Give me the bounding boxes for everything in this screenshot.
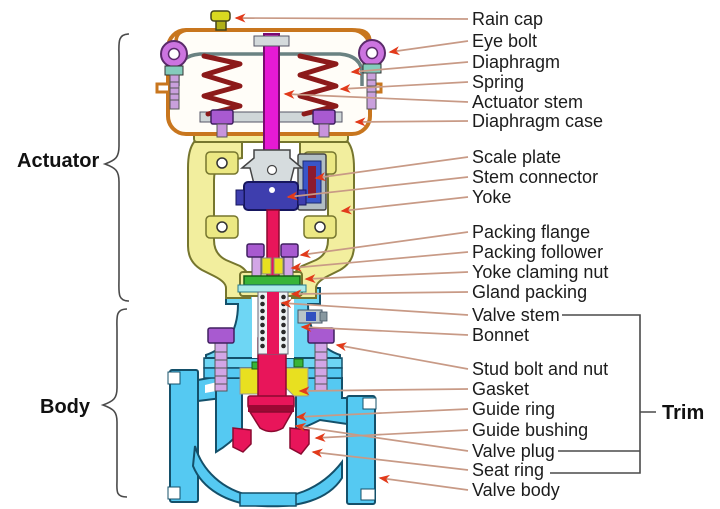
label-spring: Spring (472, 72, 525, 92)
spring-left (201, 53, 243, 117)
spring-right (297, 53, 339, 117)
label-diaphragm: Diaphragm (472, 52, 561, 72)
guide-ring-band (248, 405, 294, 412)
label-packing-flange: Packing flange (472, 222, 591, 242)
actuator-stem-shape (263, 33, 280, 157)
label-valve-body: Valve body (472, 480, 560, 500)
arrow-gasket (298, 386, 469, 396)
label-valve-stem: Valve stem (472, 305, 560, 325)
arrow-diaphragm-case (354, 117, 469, 127)
arrow-bonnet (300, 322, 469, 336)
label-gland-packing: Gland packing (472, 282, 588, 302)
packing-flange-bolt (246, 243, 265, 258)
actuator-brace (102, 33, 130, 302)
arrow-actuator-stem (283, 89, 469, 103)
arrow-stem-connector (286, 176, 469, 201)
label-yoke: Yoke (472, 187, 512, 207)
arrow-guide-ring (295, 408, 469, 422)
stud-bolt-left (207, 327, 235, 392)
label-seat-ring: Seat ring (472, 460, 545, 480)
stud-bolt-right (307, 327, 335, 392)
yoke-claming-nut-shape (243, 275, 301, 286)
rain-cap-shape (210, 10, 231, 31)
arrow-rain-cap (234, 13, 469, 23)
stem-connector-shape (235, 149, 307, 211)
eye-bolt-left (160, 40, 188, 110)
stem-top-plate (253, 35, 290, 47)
eye-bolt-right (358, 39, 386, 110)
label-yoke-claming-nut: Yoke claming nut (472, 262, 609, 282)
spring-retainer-nuts (210, 109, 336, 138)
label-valve-plug: Valve plug (472, 441, 555, 461)
arrow-valve-plug (294, 422, 469, 452)
label-rain-cap: Rain cap (472, 9, 544, 29)
arrow-gland-packing (290, 289, 469, 299)
label-guide-bushing: Guide bushing (472, 420, 589, 440)
label-bonnet: Bonnet (472, 325, 530, 345)
label-guide-ring: Guide ring (472, 399, 556, 419)
label-actuator-stem: Actuator stem (472, 92, 584, 112)
arrow-eye-bolt (388, 40, 469, 56)
trim-bracket (550, 314, 656, 474)
section-label-trim: Trim (662, 402, 705, 424)
arrow-spring (339, 81, 469, 93)
arrow-diaphragm (350, 61, 469, 76)
label-stud-bolt-and-nut: Stud bolt and nut (472, 359, 609, 379)
arrow-valve-body (378, 474, 469, 491)
arrow-seat-ring (311, 448, 469, 471)
label-stem-connector: Stem connector (472, 167, 599, 187)
label-gasket: Gasket (472, 379, 530, 399)
seat-ring-shape (232, 427, 310, 455)
label-packing-follower: Packing follower (472, 242, 604, 262)
arrow-yoke (340, 196, 469, 215)
label-diaphragm-case: Diaphragm case (472, 111, 604, 131)
arrow-packing-flange (299, 231, 469, 259)
gland-packing-shape (257, 291, 289, 355)
arrow-yoke-claming-nut (304, 271, 469, 284)
section-label-body: Body (40, 396, 90, 418)
section-label-actuator: Actuator (17, 150, 100, 172)
arrow-packing-follower (290, 251, 469, 272)
arrow-scale-plate (314, 156, 469, 182)
body-brace (100, 308, 128, 498)
arrow-stud-bolt (335, 342, 469, 370)
arrow-guide-bushing (314, 429, 469, 442)
packing-follower-shape (261, 257, 272, 275)
gasket-shape (239, 358, 309, 397)
label-scale-plate: Scale plate (472, 147, 562, 167)
label-eye-bolt: Eye bolt (472, 31, 538, 51)
arrow-valve-stem (280, 299, 469, 316)
